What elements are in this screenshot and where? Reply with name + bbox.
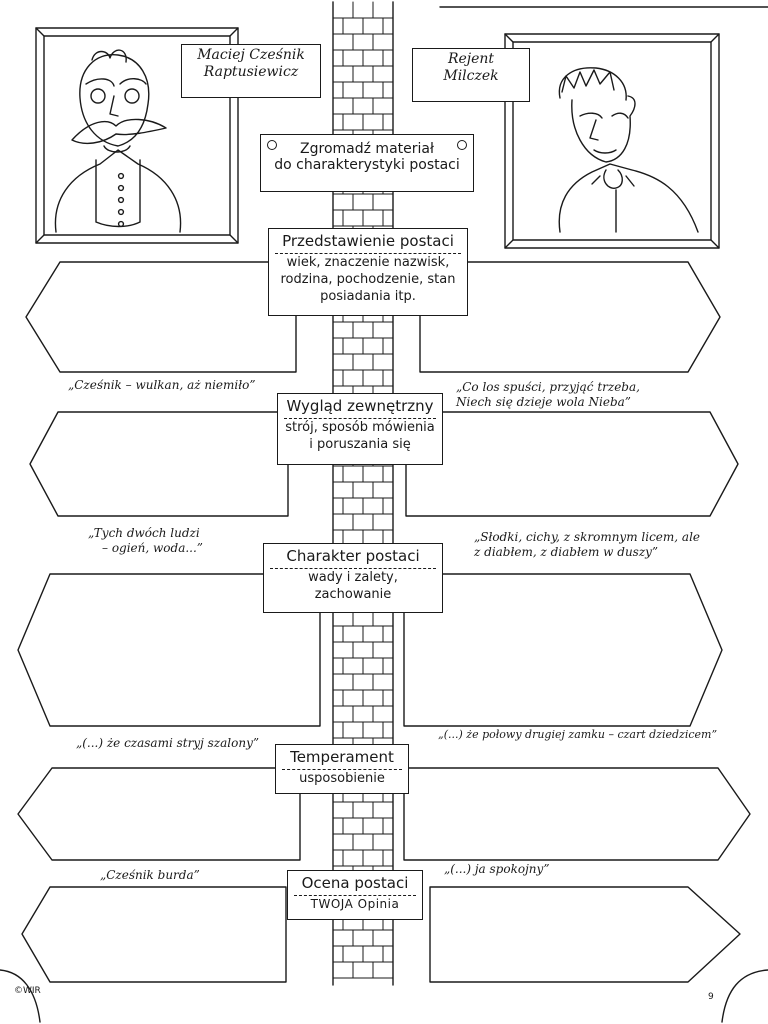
quote-milczek-4: „(...) ja spokojny” <box>444 862 550 876</box>
dashed-divider <box>284 418 436 420</box>
section-details: usposobienie <box>299 771 385 787</box>
section-details: zachowanie <box>314 587 392 603</box>
title-box: Zgromadź materiał do charakterystyki pos… <box>260 134 474 192</box>
character-name-right-line1: Rejent <box>447 51 495 67</box>
page-corner-right <box>721 969 768 1023</box>
signpost-left-2 <box>29 411 289 517</box>
section-box-evaluation: Ocena postaci TWOJA Opinia <box>287 870 423 920</box>
quote-cześnik-2-line1: „Tych dwóch ludzi <box>88 526 200 540</box>
milczek-portrait-icon <box>558 67 699 233</box>
character-name-right-line2: Milczek <box>443 67 499 84</box>
quote-cześnik-3: „(...) że czasami stryj szalony” <box>76 736 259 750</box>
quote-cześnik-1: „Cześnik – wulkan, aż niemiło” <box>68 378 256 392</box>
quote-cześnik-2: „Tych dwóch ludzi – ogień, woda...” <box>88 526 203 556</box>
writing-area-right-5[interactable] <box>430 922 686 976</box>
quote-milczek-1-line1: „Co los spuści, przyjąć trzeba, <box>456 380 640 394</box>
signpost-right-1 <box>419 261 721 373</box>
quote-milczek-1-line2: Niech się dzieje wola Nieba” <box>456 395 631 409</box>
writing-area-left-5[interactable] <box>42 895 278 975</box>
quote-milczek-3: „(...) że połowy drugiej zamku – czart d… <box>438 728 718 741</box>
writing-area-right-4[interactable] <box>436 798 716 852</box>
writing-area-right-2[interactable] <box>446 420 710 508</box>
writing-area-left-2[interactable] <box>50 420 278 508</box>
section-heading: Ocena postaci <box>301 874 409 892</box>
section-details: i poruszania się <box>309 437 411 453</box>
dashed-divider <box>294 895 416 897</box>
section-heading: Charakter postaci <box>286 547 420 565</box>
section-details: TWOJA Opinia <box>310 897 400 912</box>
character-name-left-line2: Raptusiewicz <box>203 63 299 80</box>
section-heading: Przedstawienie postaci <box>282 232 454 250</box>
title-line-1: Zgromadź materiał <box>300 141 434 157</box>
section-heading: Temperament <box>290 748 394 766</box>
character-name-left-line1: Maciej Cześnik <box>197 47 305 63</box>
section-heading: Wygląd zewnętrzny <box>286 397 434 415</box>
dashed-divider <box>275 253 461 255</box>
writing-area-right-1[interactable] <box>474 270 694 364</box>
writing-area-right-3[interactable] <box>446 614 690 718</box>
copyright-mark: ©WIR <box>14 986 41 996</box>
signpost-left-1 <box>25 261 297 373</box>
cześnik-portrait-icon <box>54 49 182 233</box>
writing-area-left-1[interactable] <box>50 270 286 364</box>
page-corner-left <box>0 969 41 1023</box>
writing-area-left-4[interactable] <box>42 776 274 852</box>
signpost-right-5 <box>429 886 741 983</box>
section-box-character: Charakter postaci wady i zalety, zachowa… <box>263 543 443 613</box>
dashed-divider <box>282 769 402 771</box>
signpost-right-2 <box>405 411 739 517</box>
signpost-right-4 <box>403 767 751 861</box>
section-box-presentation: Przedstawienie postaci wiek, znaczenie n… <box>268 228 468 316</box>
dashed-divider <box>270 568 436 570</box>
signpost-left-4 <box>17 767 301 861</box>
quote-milczek-2: „Słodki, cichy, z skromnym licem, ale z … <box>474 530 700 560</box>
section-details: strój, sposób mówienia <box>285 420 435 436</box>
signpost-left-5 <box>21 886 287 983</box>
character-name-left: Maciej Cześnik Raptusiewicz <box>181 44 321 98</box>
pin-icon <box>457 140 467 150</box>
signpost-right-3 <box>403 573 723 727</box>
section-box-temperament: Temperament usposobienie <box>275 744 409 794</box>
title-line-2: do charakterystyki postaci <box>274 157 460 174</box>
quote-cześnik-2-line2: – ogień, woda...” <box>102 541 203 555</box>
quote-milczek-1: „Co los spuści, przyjąć trzeba, Niech si… <box>456 380 640 410</box>
quote-cześnik-4: „Cześnik burda” <box>100 868 200 882</box>
section-box-appearance: Wygląd zewnętrzny strój, sposób mówienia… <box>277 393 443 465</box>
section-details: wiek, znaczenie nazwisk, <box>286 255 450 271</box>
quote-milczek-2-text: „Słodki, cichy, z skromnym licem, ale z … <box>474 530 701 559</box>
section-details: rodzina, pochodzenie, stan <box>280 272 456 288</box>
section-details: posiadania itp. <box>320 289 416 305</box>
portrait-frame-left <box>35 27 239 244</box>
pin-icon <box>267 140 277 150</box>
page-number: 9 <box>708 992 714 1002</box>
section-details: wady i zalety, <box>308 570 398 586</box>
character-name-right: Rejent Milczek <box>412 48 530 102</box>
portrait-frame-right <box>504 33 720 249</box>
